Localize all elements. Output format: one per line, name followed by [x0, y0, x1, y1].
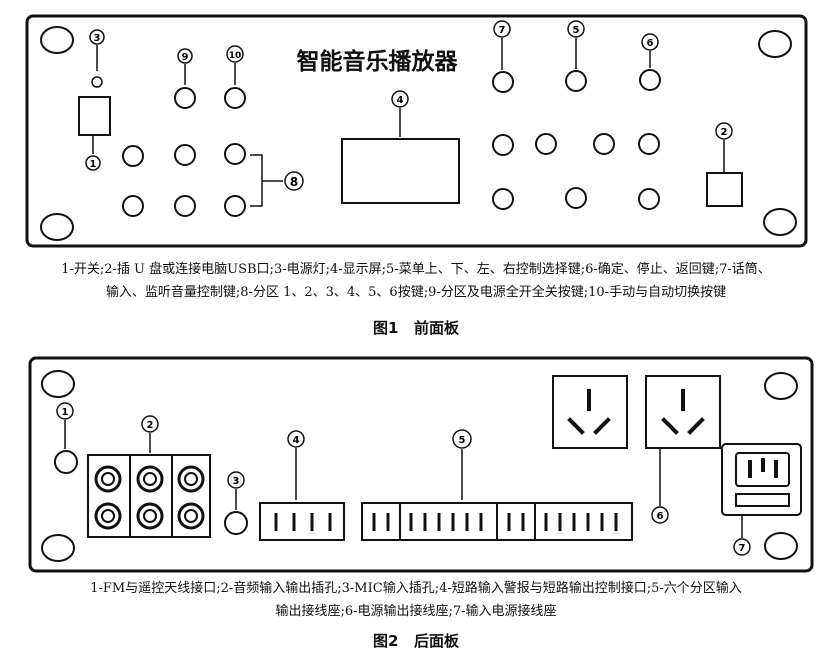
zone-button: [174, 195, 196, 217]
mounting-hole: [763, 208, 797, 236]
power-inlet: [721, 443, 802, 516]
label-circle-10: [226, 45, 244, 63]
label-2: 2: [721, 127, 728, 138]
rear-label-circle-3: [227, 471, 245, 489]
label-circle-5: [567, 20, 585, 38]
panel-title: 智能音乐播放器: [297, 48, 459, 75]
menu-up-button: [565, 70, 587, 92]
zone-button: [224, 143, 246, 165]
mounting-hole: [764, 372, 798, 400]
zone-button: [122, 195, 144, 217]
mounting-hole: [40, 26, 74, 54]
mic-jack: [224, 511, 248, 535]
return-button: [638, 188, 660, 210]
power-socket: [645, 375, 721, 449]
display-screen: [341, 138, 460, 204]
rear-label-2: 2: [147, 420, 154, 431]
label-10: 10: [229, 51, 242, 61]
label-9: 9: [182, 52, 189, 63]
inlet-socket: [735, 452, 790, 487]
label-circle-7: [493, 20, 511, 38]
volume-button: [492, 71, 514, 93]
figure2-title: 图2 后面板: [372, 632, 460, 650]
figure2-caption: 1-FM与遥控天线接口;2-音频输入输出插孔;3-MIC输入插孔;4-短路输入警…: [0, 577, 832, 623]
rear-label-3: 3: [233, 476, 240, 487]
label-7: 7: [499, 25, 506, 36]
alarm-terminal: [259, 502, 345, 541]
front-panel-outline: [25, 14, 808, 248]
rear-label-7: 7: [739, 543, 746, 554]
figure1-caption: 1-开关;2-插 U 盘或连接电脑USB口;3-电源灯;4-显示屏;5-菜单上、…: [0, 258, 832, 304]
mounting-hole: [41, 534, 75, 562]
label-circle-2: [715, 122, 733, 140]
zone-button: [122, 145, 144, 167]
rear-label-1: 1: [62, 407, 69, 418]
label-4: 4: [397, 95, 404, 106]
label-1: 1: [90, 159, 97, 170]
menu-down-button: [565, 187, 587, 209]
label-circle-8: [284, 171, 304, 191]
label-circle-1: [85, 155, 101, 171]
mounting-hole: [764, 532, 798, 560]
rear-label-4: 4: [293, 435, 300, 446]
zone-button: [174, 144, 196, 166]
confirm-button: [639, 69, 661, 91]
menu-left-button: [535, 133, 557, 155]
menu-right-button: [593, 133, 615, 155]
fm-antenna-jack: [54, 450, 78, 474]
zone-terminal-pins: [372, 513, 618, 531]
power-lamp: [91, 76, 103, 88]
fuse-holder: [735, 493, 790, 507]
inlet-pins: [748, 458, 778, 478]
rear-label-5: 5: [459, 435, 466, 446]
rear-label-circle-4: [287, 430, 305, 448]
manual-auto-button: [224, 87, 246, 109]
label-circle-9: [177, 48, 193, 64]
figure2-caption-line1: 1-FM与遥控天线接口;2-音频输入输出插孔;3-MIC输入插孔;4-短路输入警…: [90, 581, 742, 596]
mounting-hole: [40, 213, 74, 241]
volume-button: [492, 188, 514, 210]
stop-button: [638, 133, 660, 155]
rca-jacks: [94, 465, 205, 530]
label-8: 8: [290, 175, 298, 189]
alarm-terminal-pins: [274, 513, 332, 531]
all-on-off-button: [174, 87, 196, 109]
figure2-caption-line2: 输出接线座;6-电源输出接线座;7-输入电源接线座: [275, 604, 557, 619]
rear-label-circle-6: [651, 506, 669, 524]
figure1-caption-line1: 1-开关;2-插 U 盘或连接电脑USB口;3-电源灯;4-显示屏;5-菜单上、…: [61, 262, 771, 277]
mounting-hole: [41, 370, 75, 398]
label-6: 6: [647, 38, 654, 49]
rear-label-circle-5: [452, 429, 472, 449]
label-circle-3: [89, 29, 105, 45]
mounting-hole: [758, 30, 792, 58]
socket-slots: [567, 389, 611, 435]
rear-label-circle-2: [141, 415, 159, 433]
label-3: 3: [94, 33, 101, 44]
rear-label-circle-1: [56, 402, 74, 420]
volume-button: [492, 134, 514, 156]
usb-port: [706, 172, 743, 207]
label-circle-4: [391, 90, 409, 108]
bracket-8: [250, 154, 283, 207]
rear-label-6: 6: [657, 511, 664, 522]
power-switch: [78, 96, 111, 136]
zone-button: [224, 195, 246, 217]
audio-jack-block: [87, 454, 211, 538]
figure1-title: 图1 前面板: [372, 319, 460, 337]
power-socket: [552, 375, 628, 449]
label-5: 5: [573, 25, 580, 36]
zone-terminal-block: [361, 502, 633, 541]
rear-label-circle-7: [733, 538, 751, 556]
label-circle-6: [641, 33, 659, 51]
socket-slots: [661, 389, 705, 435]
figure1-caption-line2: 输入、监听音量控制键;8-分区 1、2、3、4、5、6按键;9-分区及电源全开全…: [105, 285, 727, 300]
